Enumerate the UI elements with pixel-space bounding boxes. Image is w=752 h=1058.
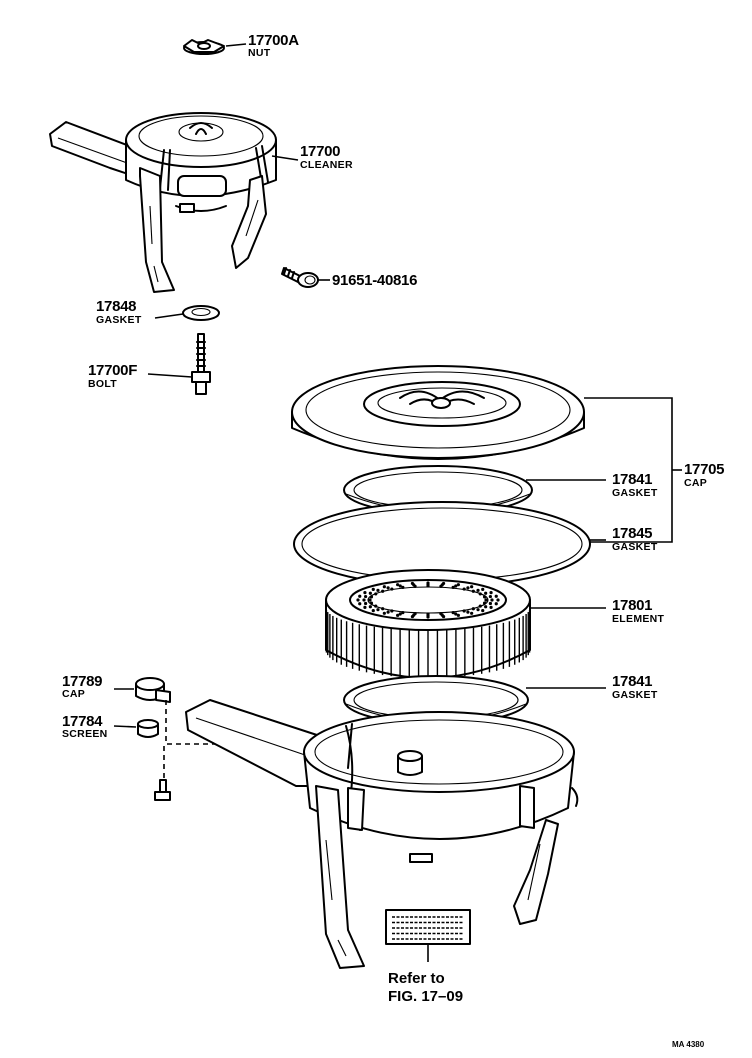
gasket-17848-drawing xyxy=(182,305,220,321)
warning-label-drawing xyxy=(385,909,471,945)
leader-nut xyxy=(225,43,247,47)
leader-gasket-17848 xyxy=(154,313,184,319)
part-name-bolt: BOLT xyxy=(88,378,117,390)
wing-nut-drawing xyxy=(183,39,225,55)
leader-bolt-17700f xyxy=(147,373,193,378)
screen-drawing xyxy=(137,719,159,738)
leader-screen xyxy=(113,725,137,728)
part-number-small-cap: 17789 xyxy=(62,673,102,690)
part-number-element: 17801 xyxy=(612,597,652,614)
part-number-gasket-lower: 17841 xyxy=(612,673,652,690)
part-number-gasket-17848: 17848 xyxy=(96,298,136,315)
part-name-gasket-lower: GASKET xyxy=(612,689,658,701)
part-number-gasket-upper: 17841 xyxy=(612,471,652,488)
part-name-element: ELEMENT xyxy=(612,613,665,625)
part-name-small-cap: CAP xyxy=(62,688,85,700)
part-number-gasket-large: 17845 xyxy=(612,525,652,542)
part-name-gasket-upper: GASKET xyxy=(612,487,658,499)
part-number-bolt: 17700F xyxy=(88,362,137,379)
drawing-code: MA 4380 xyxy=(672,1040,705,1049)
part-name-nut: NUT xyxy=(248,47,271,59)
cap-lid-drawing xyxy=(291,365,585,460)
reference-line-2: FIG. 17–09 xyxy=(388,988,463,1005)
part-name-cleaner: CLEANER xyxy=(300,159,353,171)
leader-cleaner xyxy=(271,155,299,161)
dashed-assembly-line xyxy=(163,700,340,780)
reference-line-1: Refer to xyxy=(388,970,445,987)
part-number-screen: 17784 xyxy=(62,713,103,730)
small-bolt-drawing xyxy=(281,267,319,288)
bolt-17700f-drawing xyxy=(191,333,211,395)
part-number-cap-assembly: 17705 xyxy=(684,461,724,478)
bracket-cap-assembly xyxy=(584,397,673,543)
part-name-gasket-17848: GASKET xyxy=(96,314,142,326)
part-name-screen: SCREEN xyxy=(62,728,108,740)
small-cap-drawing xyxy=(135,677,171,703)
drain-bolt-drawing xyxy=(154,779,171,801)
part-number-cleaner: 17700 xyxy=(300,143,340,160)
cleaner-assembly-drawing xyxy=(49,112,277,293)
filter-element-drawing xyxy=(325,569,531,679)
part-number-small-bolt: 91651-40816 xyxy=(332,272,417,289)
part-name-cap-assembly: CAP xyxy=(684,477,707,489)
part-number-nut: 17700A xyxy=(248,32,299,49)
part-name-gasket-large: GASKET xyxy=(612,541,658,553)
lower-case-drawing xyxy=(185,699,579,969)
